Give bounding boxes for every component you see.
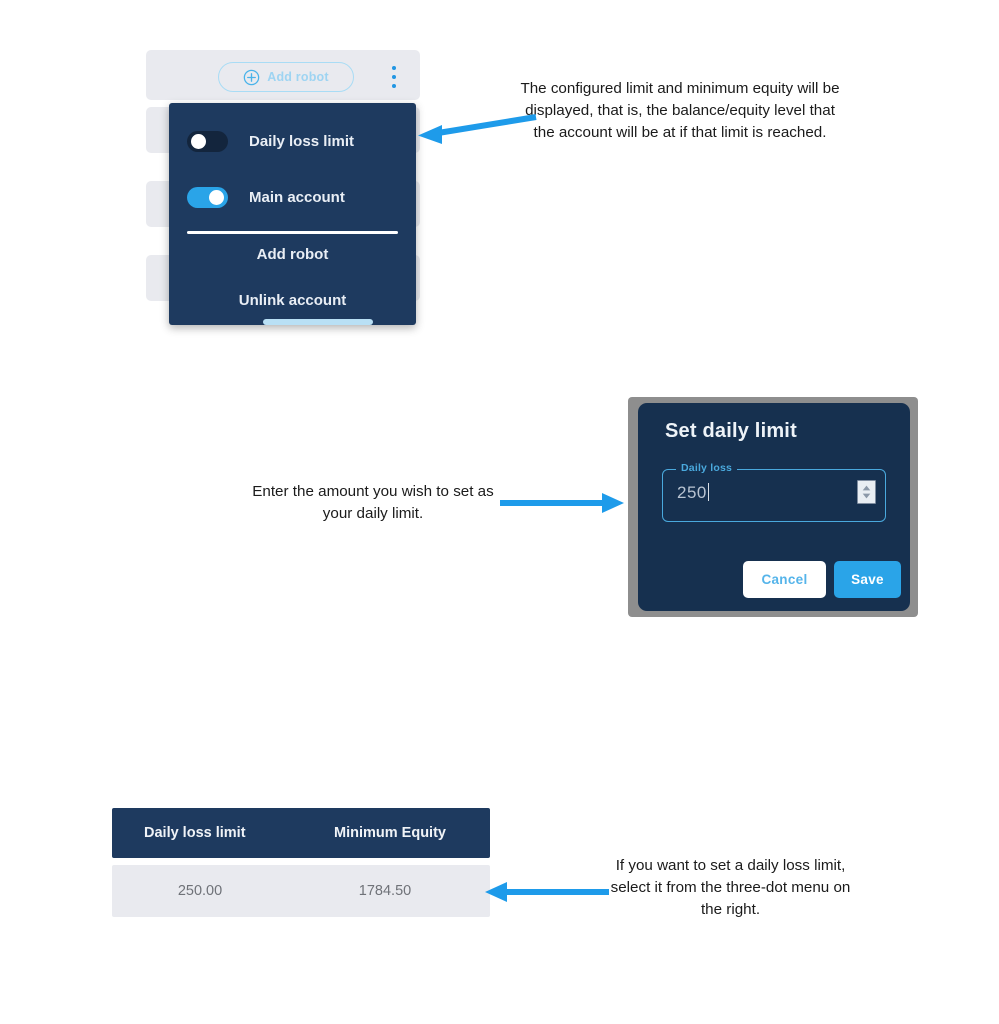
text-caret — [707, 483, 710, 501]
save-button[interactable]: Save — [834, 561, 901, 598]
kebab-dot — [392, 75, 396, 79]
menu-item-add-robot[interactable]: Add robot — [256, 246, 329, 263]
annotation-arrow-middle — [500, 493, 624, 513]
add-robot-button-label: Add robot — [267, 70, 329, 84]
plus-circle-icon — [243, 69, 260, 86]
table-row[interactable]: 250.00 1784.50 — [112, 865, 490, 917]
main-account-toggle[interactable] — [187, 186, 228, 208]
three-dot-menu-icon[interactable] — [387, 66, 401, 88]
limits-table: Daily loss limit Minimum Equity 250.00 1… — [112, 808, 490, 917]
toggle-knob — [191, 133, 206, 149]
column-header-daily-loss-limit: Daily loss limit — [144, 825, 246, 841]
daily-loss-input[interactable]: 250 — [677, 483, 710, 503]
cancel-button[interactable]: Cancel — [743, 561, 826, 598]
column-header-minimum-equity: Minimum Equity — [334, 825, 446, 841]
add-robot-button[interactable]: Add robot — [218, 62, 354, 92]
daily-loss-field-legend: Daily loss — [676, 462, 738, 474]
menu-item-daily-loss-limit[interactable]: Daily loss limit — [169, 121, 416, 161]
daily-loss-limit-toggle[interactable] — [187, 130, 228, 152]
annotation-middle: Enter the amount you wish to set as your… — [252, 483, 494, 522]
cell-minimum-equity: 1784.50 — [358, 883, 412, 899]
annotation-top: The configured limit and minimum equity … — [520, 80, 840, 141]
menu-item-main-account[interactable]: Main account — [169, 177, 416, 217]
number-stepper-icon[interactable] — [857, 480, 876, 504]
stepper-down-arrow[interactable] — [862, 493, 871, 499]
menu-item-label: Main account — [249, 188, 345, 206]
partially-hidden-button[interactable] — [263, 319, 373, 325]
menu-divider — [187, 231, 398, 234]
toggle-knob — [209, 189, 224, 205]
kebab-dot — [392, 84, 396, 88]
daily-loss-field[interactable]: Daily loss 250 — [662, 462, 886, 522]
annotation-arrow-bottom — [485, 882, 609, 902]
menu-item-unlink-account[interactable]: Unlink account — [238, 292, 347, 309]
kebab-dot — [392, 66, 396, 70]
context-dropdown-menu: Daily loss limit Main account Add robot … — [169, 103, 416, 325]
annotation-arrow-top — [418, 114, 537, 144]
menu-item-label: Daily loss limit — [249, 132, 355, 150]
stepper-up-arrow[interactable] — [862, 485, 871, 491]
robot-widget-panel: Add robot Daily loss limit Main account — [146, 50, 420, 326]
annotation-bottom: If you want to set a daily loss limit, s… — [610, 857, 851, 918]
table-header-row: Daily loss limit Minimum Equity — [112, 808, 490, 858]
table-row-gap — [112, 858, 490, 865]
set-daily-limit-dialog: Set daily limit Daily loss 250 Cancel Sa… — [638, 403, 910, 611]
cell-daily-loss-limit: 250.00 — [177, 883, 223, 899]
daily-loss-input-value: 250 — [677, 483, 707, 502]
dialog-title: Set daily limit — [665, 420, 797, 442]
